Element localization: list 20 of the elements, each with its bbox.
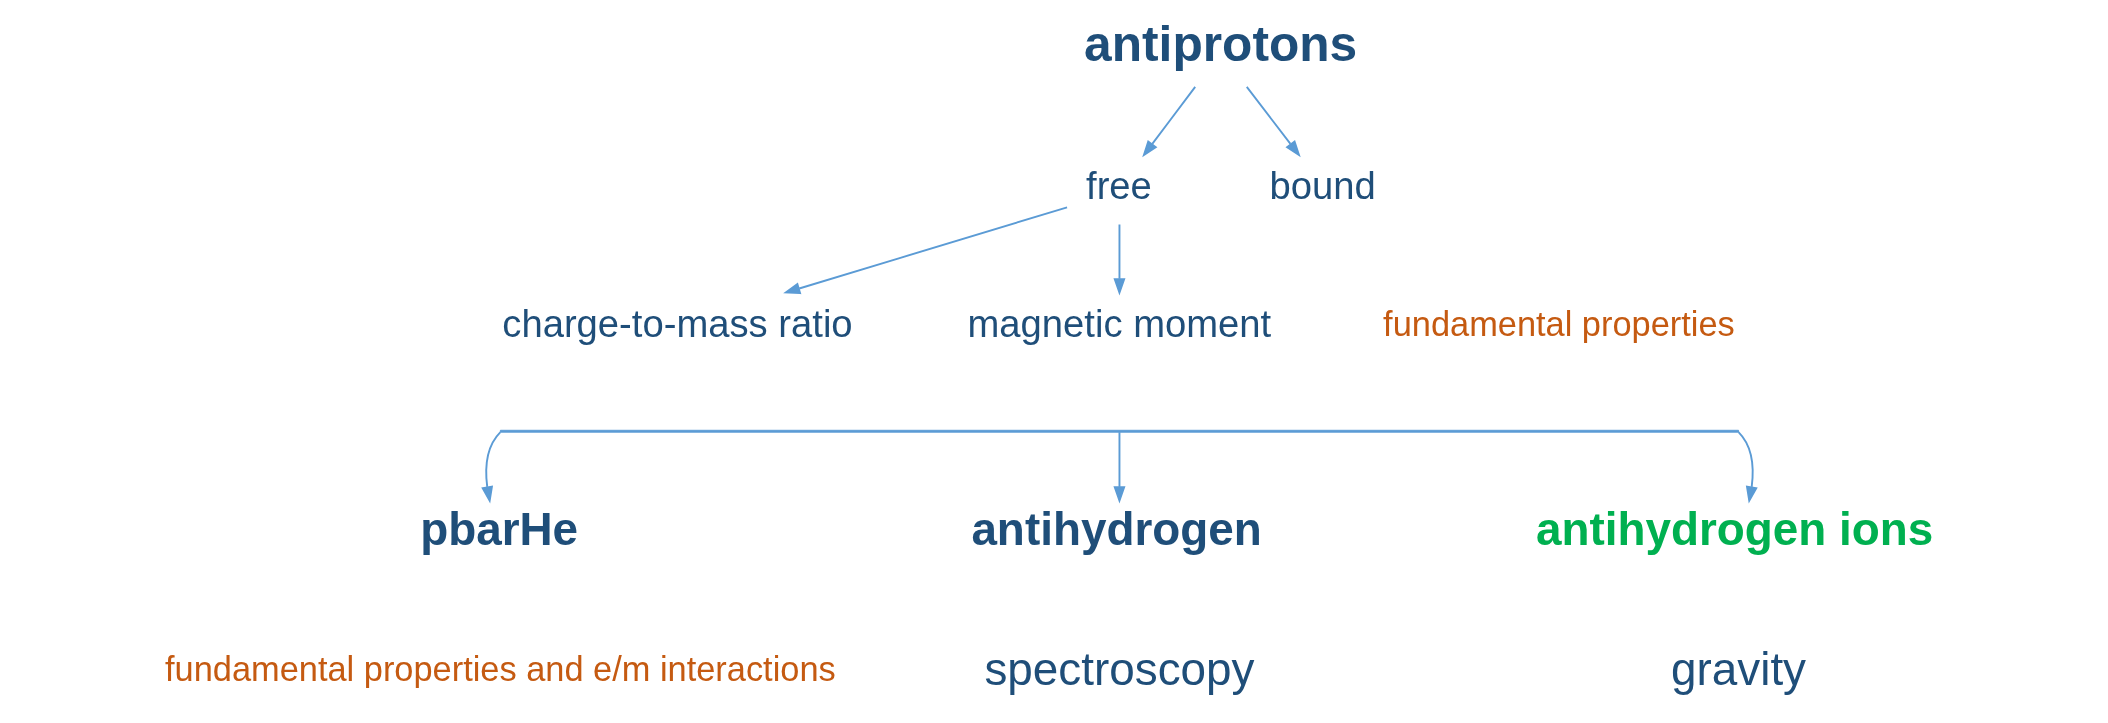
- arrow: [480, 431, 501, 504]
- label: gravity: [1670, 642, 1806, 695]
- node-text: magnetic moment: [967, 301, 1271, 345]
- arrow: [1112, 223, 1125, 296]
- node-bar: [499, 429, 1739, 433]
- arrow: [782, 206, 1068, 295]
- arrow: [1141, 85, 1196, 158]
- label: fundamental properties: [1382, 304, 1735, 343]
- node-text: charge-to-mass ratio: [501, 301, 853, 345]
- node-text: bound: [1268, 164, 1376, 208]
- label: fundamental properties and e/m interactions: [164, 650, 836, 689]
- node-text: free: [1085, 164, 1152, 208]
- node-text: antiprotons: [1083, 16, 1357, 73]
- arrow: [1112, 431, 1125, 504]
- node-text: antihydrogen ions: [1535, 503, 1933, 556]
- arrow: [1245, 85, 1301, 158]
- arrow: [1737, 431, 1758, 504]
- node-text: pbarHe: [419, 503, 578, 556]
- node-text: antihydrogen: [970, 503, 1262, 556]
- label: spectroscopy: [983, 642, 1255, 695]
